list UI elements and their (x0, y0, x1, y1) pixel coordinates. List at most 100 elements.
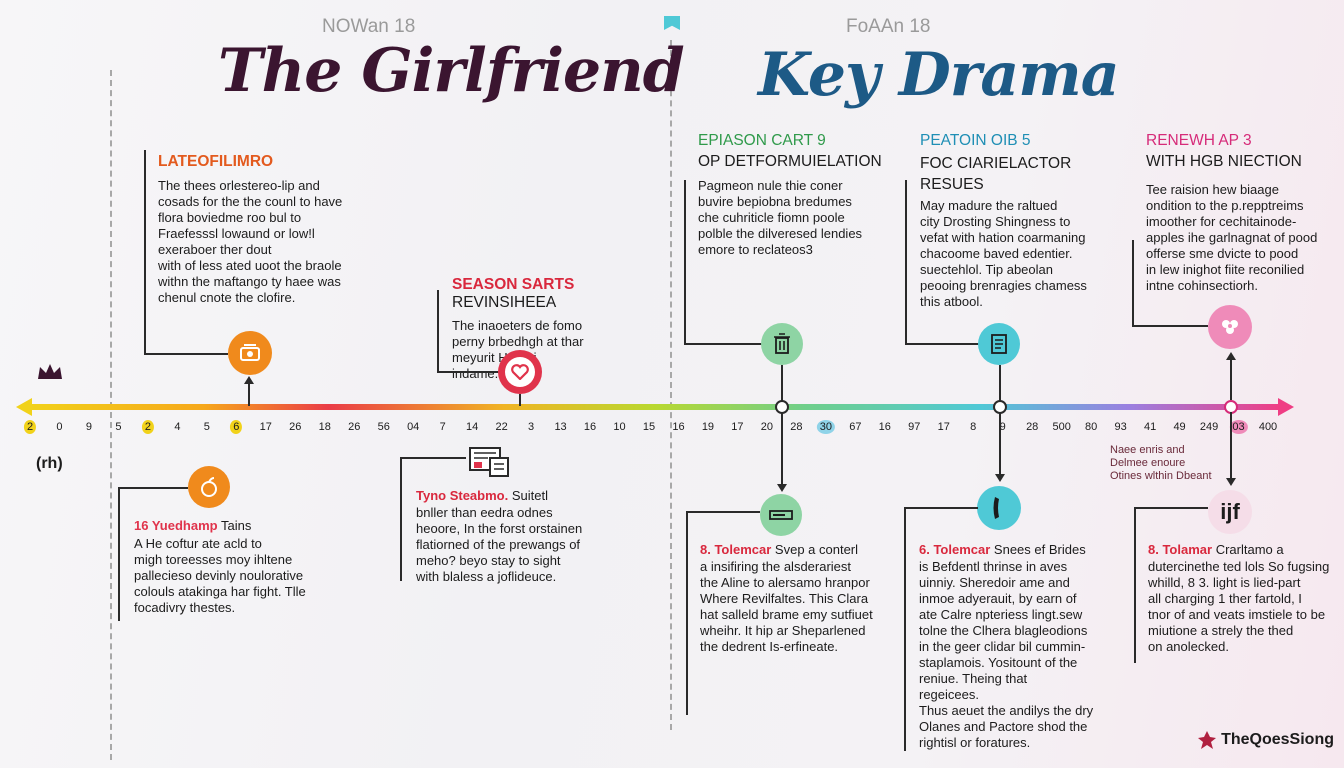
event-top-3-bracket (684, 180, 686, 344)
event-top-2-subheading: REVINSIHEEA (452, 294, 557, 311)
event-bottom-4-marker (977, 486, 1021, 530)
event-bottom-3-stem (781, 412, 783, 486)
trash-icon (774, 333, 790, 354)
timeline-tick-label: 30 (816, 420, 835, 434)
timeline-tick-label: 249 (1199, 421, 1219, 433)
timeline-tick-label: 26 (289, 421, 302, 433)
timeline-tick-label: 17 (259, 421, 272, 433)
side-label: (rh) (36, 455, 63, 472)
timeline-tick-label: 17 (937, 421, 950, 433)
top-small-left: NOWan 18 (322, 16, 416, 37)
event-bottom-1-body: A He coftur ate acld to migh toreesses m… (134, 536, 306, 615)
top-small-right: FoAAn 18 (846, 16, 931, 37)
timeline-tick-label: 28 (790, 421, 803, 433)
event-bottom-5-body: dutercinethe ted lols So fugsing whilld,… (1148, 559, 1330, 654)
logo-text: TheQoesSiong (1221, 731, 1334, 748)
timeline-tick-label: 03 (1229, 420, 1248, 434)
event-top-4-bracket (905, 180, 907, 344)
event-top-4-subheading: FOC CIARIELACTOR RESUES (920, 155, 1072, 193)
ijf-icon: ijf (1220, 499, 1240, 524)
event-bottom-4-body: is Befdentl thrinse in aves uinniy. Sher… (919, 559, 1094, 750)
event-bottom-4-stem (999, 412, 1001, 476)
timeline-arrow-left (16, 398, 32, 416)
event-bottom-5-marker: ijf (1208, 490, 1252, 534)
event-bottom-4-bracket (904, 507, 906, 751)
event-top-1-bracket (144, 150, 146, 354)
event-top-2-body: The inaoeters de fomo perny brbedhgh at … (452, 318, 584, 381)
event-top-3-body: Pagmeon nule thie coner buvire bepiobna … (698, 178, 863, 257)
timeline-tick-label: 93 (1114, 421, 1127, 433)
event-top-5-arrowhead (1226, 352, 1236, 360)
timeline-tick-label: 17 (731, 421, 744, 433)
event-top-4-marker (978, 323, 1020, 365)
event-bottom-5-connector (1134, 507, 1208, 509)
event-bottom-2-heading-lead: Tyno Steabmo. (416, 488, 509, 503)
left-title: The Girlfriend (218, 36, 685, 106)
flower-icon (1222, 320, 1238, 334)
crown-icon (36, 362, 64, 380)
event-top-1-marker (228, 331, 272, 375)
event-bottom-5-heading: 8. Tolamar Crarltamo a (1148, 542, 1284, 557)
event-bottom-3-bracket (686, 511, 688, 715)
event-bottom-3-arrowhead (777, 484, 787, 492)
timeline-bar (28, 404, 1280, 410)
event-top-1-heading: LATEOFILIMRO (158, 153, 274, 170)
right-title: Key Drama (758, 40, 1120, 110)
event-bottom-5-heading-rest: Crarltamo a (1215, 542, 1284, 557)
timeline-tick-label: 500 (1052, 421, 1071, 433)
timeline-tick-label: 9 (999, 421, 1006, 433)
event-bottom-3-body: a insifiring the alsderariest the Aline … (700, 559, 873, 654)
timeline-tick-label: 20 (760, 421, 774, 433)
event-top-2-heading: SEASON SARTS (452, 276, 575, 293)
timeline-tick-label: 10 (613, 421, 626, 433)
event-bottom-5-arrowhead (1226, 478, 1236, 486)
timeline-tick-label: 18 (318, 421, 331, 433)
timeline-tick-label: 28 (1026, 421, 1039, 433)
event-bottom-1-heading-rest: Tains (220, 518, 252, 533)
timeline-tick-label: 56 (377, 421, 390, 433)
event-bottom-1-heading: 16 Yuedhamp Tains (134, 518, 251, 533)
event-bottom-4-connector (904, 507, 978, 509)
event-bottom-3-marker (760, 494, 802, 536)
brand-logo: TheQoesSiong (1197, 730, 1334, 750)
timeline-tick-label: 13 (554, 421, 567, 433)
event-top-1-connector (144, 353, 228, 355)
event-top-1-body: The thees orlestereo-lip and cosads for … (158, 178, 343, 305)
event-top-3-subheading: OP DETFORMUIELATION (698, 153, 882, 170)
event-top-5-marker (1208, 305, 1252, 349)
timeline-tick-label: 19 (701, 421, 715, 433)
timeline-tick-label: 2 (23, 420, 37, 434)
timeline-tick-label: 8 (970, 421, 977, 433)
event-top-5-body: Tee raision hew biaage ondition to the p… (1146, 182, 1318, 293)
event-bottom-3-heading-lead: 8. Tolemcar (700, 542, 772, 557)
event-top-5-connector (1132, 325, 1208, 327)
timeline-tick-label: 3 (528, 421, 535, 433)
event-top-5-bracket (1132, 240, 1134, 326)
event-bottom-3-heading-rest: Svep a conterl (774, 542, 859, 557)
bookmark-icon (664, 16, 680, 30)
event-top-4-body: May madure the raltued city Drosting Shi… (920, 198, 1087, 309)
event-bottom-2-heading: Tyno Steabmo. Suitetl (416, 488, 548, 503)
timeline-tick-label: 6 (230, 420, 243, 434)
event-top-2-connector (437, 371, 499, 373)
timeline-tick-label: 26 (348, 421, 361, 433)
timeline-tick-label: 5 (203, 421, 210, 433)
apple-icon (201, 477, 217, 497)
event-top-3-heading: EPIASON CART 9 (698, 132, 826, 149)
timeline-tick-label: 67 (849, 421, 862, 433)
timeline-tick-label: 97 (908, 421, 921, 433)
event-bottom-3-heading: 8. Tolemcar Svep a conterl (700, 542, 858, 557)
event-bottom-2-connector (400, 457, 466, 459)
timeline-tick-label: 9 (85, 421, 92, 433)
event-bottom-4-heading-rest: Snees ef Brides (993, 542, 1086, 557)
document-icon (991, 334, 1007, 354)
event-top-3-marker (761, 323, 803, 365)
event-bottom-1-bracket (118, 487, 120, 621)
event-top-2-stem (519, 394, 521, 406)
event-bottom-2-bracket (400, 457, 402, 581)
timeline-tick-label: 14 (466, 421, 479, 433)
timeline-tick-label: 2 (141, 420, 154, 434)
timeline-tick-label: 41 (1143, 421, 1157, 433)
event-top-1-arrowhead (244, 376, 254, 384)
tv-icon (469, 447, 509, 477)
